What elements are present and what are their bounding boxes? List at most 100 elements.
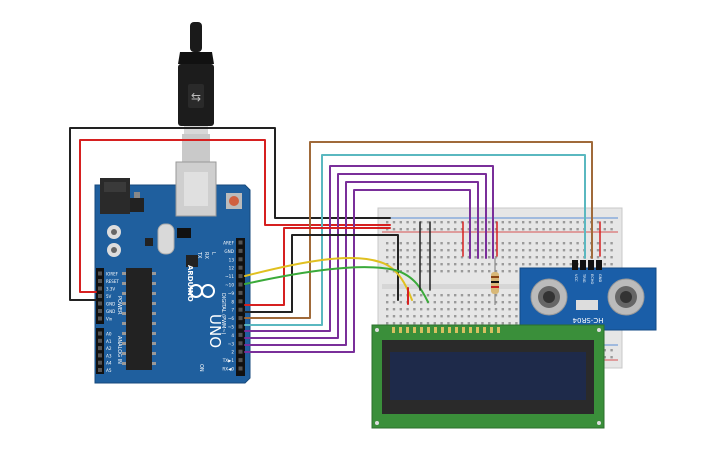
breadboard-hole [413,228,416,231]
breadboard-hole [467,263,470,266]
breadboard-hole [576,256,579,259]
breadboard-hole [488,249,491,252]
power-pin-label: 5V [106,294,112,299]
breadboard-hole [386,228,389,231]
breadboard-hole [426,221,430,224]
breadboard-hole [596,249,600,252]
breadboard-hole [454,301,457,304]
breadboard-hole [515,221,518,224]
breadboard-hole [610,256,613,259]
breadboard-hole [454,270,457,273]
breadboard-hole [433,315,436,318]
breadboard-hole [494,221,498,224]
breadboard-hole [433,242,436,245]
breadboard-hole [535,263,538,266]
breadboard-hole [392,308,396,311]
breadboard-hole [433,270,436,273]
digital-pin-socket [238,358,243,363]
breadboard-hole [406,221,409,224]
breadboard-hole [603,263,606,266]
breadboard-hole [508,228,511,231]
breadboard-hole [447,263,450,266]
digital-pin-socket [238,282,243,287]
analog-header-label: ANALOG IN [116,336,122,364]
breadboard-hole [515,270,518,273]
digital-pin-label: 13 [229,257,235,262]
breadboard-hole [596,256,600,259]
breadboard-hole [603,256,606,259]
breadboard-hole [522,263,525,266]
breadboard-hole [494,270,498,273]
breadboard-hole [549,249,552,252]
breadboard-hole [535,221,538,224]
breadboard-hole [562,221,566,224]
digital-pin-socket [238,366,243,371]
breadboard-hole [481,263,484,266]
digital-pin-socket [238,332,243,337]
lcd-header-pin [406,327,409,333]
breadboard-hole [413,301,416,304]
breadboard-hole [556,221,559,224]
l-led-label: L [210,252,216,255]
breadboard-hole [603,221,606,224]
breadboard-hole [515,256,518,259]
breadboard-hole [576,249,579,252]
analog-pin-label: A2 [106,346,112,351]
breadboard-hole [522,256,525,259]
wire-black-inner [244,234,399,313]
breadboard-hole [392,242,396,245]
breadboard-hole [467,242,470,245]
breadboard-hole [426,308,430,311]
breadboard-hole [406,263,409,266]
breadboard-hole [501,263,504,266]
breadboard-hole [542,221,545,224]
breadboard-hole [420,315,423,318]
lcd-header-pin [448,327,451,333]
breadboard-hole [562,249,566,252]
breadboard-hole [413,256,416,259]
breadboard-hole [610,263,613,266]
breadboard-hole [562,263,566,266]
breadboard-hole [474,221,477,224]
breadboard-hole [474,270,477,273]
power-pin-label: IOREF [106,272,119,277]
breadboard-hole [420,308,423,311]
breadboard-hole [515,263,518,266]
arduino-model-label: UNO [206,314,224,348]
digital-pin-label: ~11 [225,274,234,279]
breadboard-hole [501,249,504,252]
breadboard-hole [440,221,443,224]
breadboard-hole [399,315,402,318]
breadboard-hole [433,256,436,259]
breadboard-hole [501,301,504,304]
breadboard-hole [488,221,491,224]
breadboard-hole [542,249,545,252]
breadboard-hole [406,308,409,311]
breadboard-hole [460,270,464,273]
breadboard-hole [576,242,579,245]
breadboard-hole [440,308,443,311]
breadboard-hole [467,315,470,318]
digital-pin-socket [238,341,243,346]
digital-pin-socket [238,248,243,253]
lcd-header-pin [420,327,423,333]
breadboard-hole [610,242,613,245]
analog-pin-label: A5 [106,368,112,373]
breadboard-hole [440,322,443,325]
breadboard-hole [549,263,552,266]
breadboard-hole [440,270,443,273]
breadboard-hole [413,263,416,266]
breadboard-hole [406,270,409,273]
breadboard-hole [501,270,504,273]
resistor [491,258,499,305]
breadboard-hole [392,228,396,231]
breadboard-hole [528,256,532,259]
breadboard-hole [494,301,498,304]
breadboard-hole [447,249,450,252]
breadboard-hole [467,308,470,311]
breadboard-hole [569,249,572,252]
breadboard-hole [467,228,470,231]
breadboard-hole [420,242,423,245]
breadboard-hole [460,301,464,304]
breadboard-hole [481,221,484,224]
